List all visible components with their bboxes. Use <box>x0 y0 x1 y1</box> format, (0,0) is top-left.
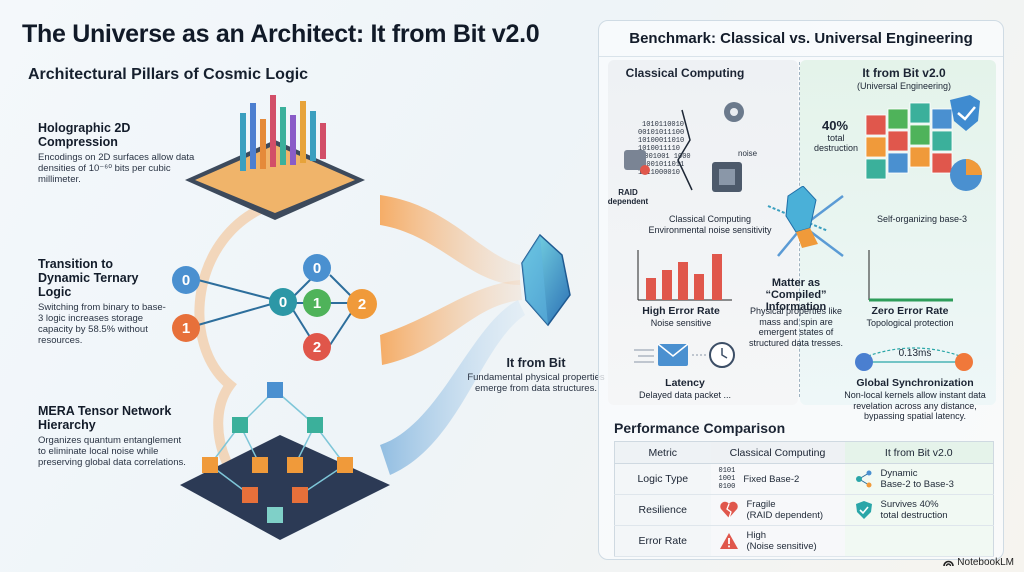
classical-desc: Classical Computing Environmental noise … <box>648 214 772 235</box>
table-row: Logic Type 0101 1001 0100 Fixed Base-2 D… <box>614 463 994 495</box>
ternary-node-label: 0 <box>182 272 190 289</box>
column-header: It from Bit v2.0 <box>844 441 994 464</box>
high-error-title: High Error Rate <box>642 305 720 317</box>
pillar-desc: Encodings on 2D surfaces allow data dens… <box>38 152 195 185</box>
benchmark-title: Benchmark: Classical vs. Universal Engin… <box>599 21 1003 57</box>
pillar-desc: Organizes quantum entanglement to elimin… <box>38 435 186 468</box>
ternary-logic-diagram: 0 1 0 0 1 2 2 <box>172 254 377 361</box>
ternary-node-label: 1 <box>182 320 190 337</box>
base3-cubes-illustration <box>865 95 982 191</box>
ifb-value: Survives 40% total destruction <box>880 499 948 521</box>
branching-nodes-icon <box>855 470 871 488</box>
table-row: Resilience Fragile (RAID dependent) Surv… <box>614 494 994 526</box>
binary-line: 10100011010 <box>638 137 684 145</box>
shield-icon <box>855 501 872 519</box>
noise-label: noise <box>738 149 758 158</box>
sync-value: 0.13ms <box>898 348 932 359</box>
metric-cell: Error Rate <box>614 525 711 557</box>
pillar-ternary: Transition to Dynamic Ternary Logic Swit… <box>38 257 168 346</box>
pillar-desc: Switching from binary to base-3 logic in… <box>38 302 166 346</box>
ternary-node-label: 0 <box>279 294 287 311</box>
energy-flow <box>380 280 522 365</box>
pillar-holographic: Holographic 2D Compression Encodings on … <box>38 121 208 185</box>
ternary-node <box>172 266 200 294</box>
zero-error-sub: Topological protection <box>866 318 954 328</box>
classical-hardware-illustration: 1010110010 00101011100 10100011010 10100… <box>624 102 758 192</box>
performance-table: Metric Classical Computing It from Bit v… <box>614 441 994 557</box>
page-title: The Universe as an Architect: It from Bi… <box>22 20 540 48</box>
latency-illustration <box>634 342 735 368</box>
binary-line: 00001001 1000 <box>636 153 691 161</box>
metric-cell: Logic Type <box>614 463 711 495</box>
ternary-node <box>347 289 377 319</box>
table-header-row: Metric Classical Computing It from Bit v… <box>614 441 994 464</box>
binary-line: 00101011100 <box>638 129 684 137</box>
classical-value: Fragile (RAID dependent) <box>746 499 824 521</box>
notebooklm-logo-icon <box>943 560 955 567</box>
high-error-sub: Noise sensitive <box>650 318 712 328</box>
warning-triangle-icon <box>719 533 738 549</box>
latency-sub: Delayed data packet ... <box>638 390 732 400</box>
universal-heading: It from Bit v2.0 <box>862 66 946 80</box>
holographic-tablet-icon <box>185 95 365 220</box>
column-header: Classical Computing <box>710 441 845 464</box>
it-from-bit-label: It from Bit Fundamental physical propert… <box>466 356 606 394</box>
binary-line: 1010110010 <box>642 121 684 129</box>
ternary-node-label: 2 <box>313 339 321 356</box>
ternary-node-label: 1 <box>313 295 321 312</box>
ternary-node-label: 0 <box>313 260 321 277</box>
binary-digits-icon: 0101 1001 0100 <box>718 467 736 491</box>
mera-network-icon <box>180 382 390 540</box>
sync-desc: Non-local kernels allow instant data rev… <box>844 390 986 421</box>
classical-column <box>608 60 798 405</box>
universal-subheading: (Universal Engineering) <box>856 81 952 91</box>
it-from-bit-desc: Fundamental physical properties emerge f… <box>467 372 605 394</box>
ternary-node <box>172 314 200 342</box>
zero-error-bar-chart <box>868 250 953 302</box>
destruction-value: 40% <box>821 118 849 133</box>
pillar-title: Holographic 2D Compression <box>38 121 131 149</box>
energy-flow <box>380 195 520 285</box>
binary-line: 1010011110 <box>638 145 680 153</box>
energy-flow <box>380 300 525 475</box>
latency-title: Latency <box>665 377 705 389</box>
ifb-value: Dynamic Base-2 to Base-3 <box>880 468 954 490</box>
table-row: Error Rate High (Noise sensitive) <box>614 525 994 557</box>
classical-value: High (Noise sensitive) <box>746 530 817 552</box>
ternary-node <box>303 289 331 317</box>
shield-check-icon <box>950 95 980 131</box>
notebooklm-branding: NotebookLM <box>943 557 1014 568</box>
pillar-mera: MERA Tensor Network Hierarchy Organizes … <box>38 404 188 468</box>
compiled-crystal-icon <box>767 186 844 257</box>
hard-drive-icon <box>624 150 646 170</box>
branding-label: NotebookLM <box>957 557 1014 568</box>
pillar-title: Transition to Dynamic Ternary Logic <box>38 257 139 299</box>
sync-illustration <box>855 347 973 371</box>
base3-label: Self-organizing base-3 <box>876 214 968 224</box>
crystal-icon <box>521 233 571 327</box>
destruction-label: total destruction <box>813 133 859 153</box>
metric-cell: Resilience <box>614 494 711 526</box>
ternary-node <box>303 333 331 361</box>
compiled-info-desc: Physical properties like mass and spin a… <box>748 306 844 348</box>
sync-title: Global Synchronization <box>856 377 974 389</box>
cosmic-logic-illustration: 0 1 0 0 1 2 2 <box>172 95 571 540</box>
classical-heading: Classical Computing <box>625 66 745 80</box>
pillars-heading: Architectural Pillars of Cosmic Logic <box>28 66 309 83</box>
classical-value: Fixed Base-2 <box>743 473 800 485</box>
broken-heart-icon <box>719 501 738 519</box>
binary-line: 10001011011 <box>638 161 684 169</box>
compiled-info-title: Matter as “Compiled” Information <box>765 277 827 313</box>
zero-error-title: Zero Error Rate <box>871 305 949 317</box>
high-error-bar-chart <box>637 250 732 301</box>
ternary-node <box>303 254 331 282</box>
column-header: Metric <box>614 441 711 464</box>
ternary-node-label: 2 <box>358 296 366 313</box>
performance-title: Performance Comparison <box>614 420 786 436</box>
raid-label: RAID dependent <box>607 188 649 206</box>
ternary-node <box>269 288 297 316</box>
it-from-bit-title: It from Bit <box>506 356 566 370</box>
binary-line: 1011000010 <box>638 169 680 177</box>
pillar-title: MERA Tensor Network Hierarchy <box>38 404 172 432</box>
